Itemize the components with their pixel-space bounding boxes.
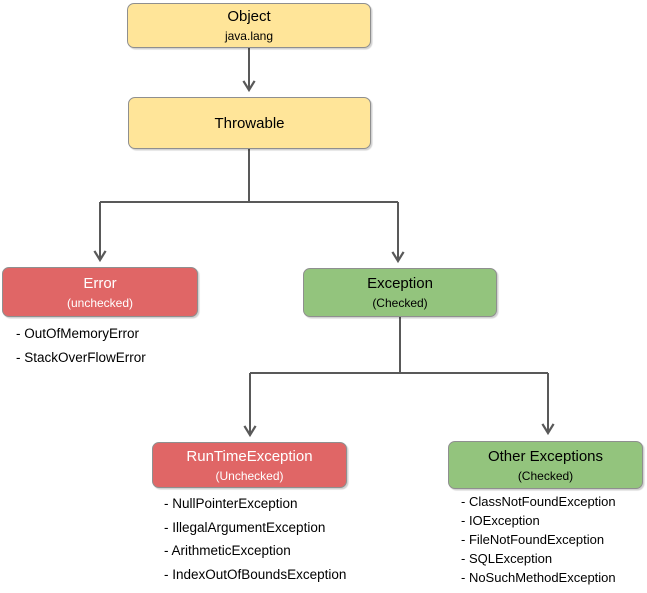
node-exception-title: Exception (367, 275, 433, 292)
runtime-children-list: - NullPointerException - IllegalArgument… (164, 492, 346, 586)
list-item: - FileNotFoundException (461, 532, 605, 547)
list-item: - IndexOutOfBoundsException (164, 566, 347, 582)
node-error-subtitle: (unchecked) (66, 295, 134, 310)
list-item: - NoSuchMethodException (461, 570, 616, 585)
node-object: Object java.lang (127, 3, 371, 48)
list-item: - IllegalArgumentException (164, 519, 326, 535)
node-runtime-exception-subtitle: (Unchecked) (215, 468, 284, 483)
error-children-list: - OutOfMemoryError - StackOverFlowError (16, 322, 146, 369)
other-children-list: - ClassNotFoundException - IOException -… (461, 492, 616, 587)
node-error-title: Error (83, 274, 117, 292)
node-exception-subtitle: (Checked) (372, 296, 428, 310)
list-item: - ArithmeticException (164, 543, 291, 558)
node-error: Error (unchecked) (2, 267, 198, 317)
node-throwable-title: Throwable (214, 114, 285, 132)
node-throwable: Throwable (128, 97, 371, 149)
list-item: - ClassNotFoundException (461, 494, 616, 509)
node-other-exceptions-title: Other Exceptions (487, 447, 604, 465)
node-exception: Exception (Checked) (303, 268, 497, 317)
node-other-exceptions-subtitle: (Checked) (517, 468, 574, 483)
node-object-title: Object (227, 8, 271, 25)
list-item: - NullPointerException (164, 496, 298, 511)
node-runtime-exception: RunTimeException (Unchecked) (152, 442, 347, 488)
list-item: - OutOfMemoryError (16, 326, 140, 341)
node-object-subtitle: java.lang (224, 29, 274, 43)
list-item: - StackOverFlowError (16, 349, 146, 365)
node-other-exceptions: Other Exceptions (Checked) (448, 441, 643, 489)
node-runtime-exception-title: RunTimeException (186, 447, 313, 465)
list-item: - SQLException (461, 551, 553, 566)
list-item: - IOException (461, 513, 540, 528)
